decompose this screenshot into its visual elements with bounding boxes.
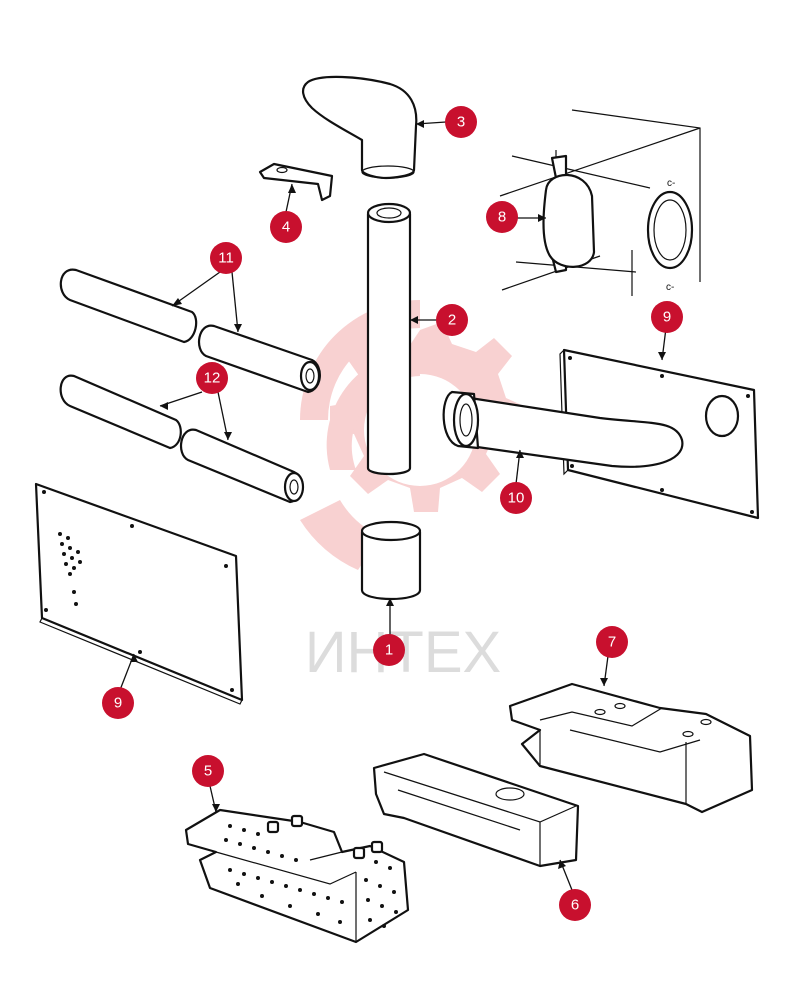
bracket-bolts — [266, 814, 384, 860]
svg-text:5: 5 — [204, 763, 212, 780]
svg-text:1: 1 — [385, 642, 393, 659]
leader-arrowheads — [130, 120, 666, 869]
svg-text:12: 12 — [204, 370, 221, 387]
part-7-channel-bracket — [508, 682, 754, 814]
part-10-bent-pipe — [442, 390, 684, 468]
watermark: ИНТЕХ — [300, 300, 528, 685]
part-4-bracket — [258, 162, 334, 202]
part-2-pipe — [366, 202, 412, 476]
svg-text:9: 9 — [663, 309, 671, 326]
callout-8: 8 — [486, 201, 518, 233]
bracket-perforations — [224, 824, 398, 928]
callout-5: 5 — [192, 755, 224, 787]
part-8-flange-assembly: c- c- — [499, 109, 701, 296]
part-6-channel — [372, 752, 580, 868]
part-3-elbow — [302, 75, 418, 180]
svg-text:8: 8 — [498, 209, 506, 226]
callout-9-left: 9 — [102, 687, 134, 719]
svg-text:2: 2 — [448, 312, 456, 329]
part-12-insulation-tubes — [59, 374, 305, 504]
callout-11: 11 — [210, 242, 242, 274]
svg-text:6: 6 — [571, 897, 579, 914]
svg-text:c-: c- — [667, 178, 675, 189]
svg-text:4: 4 — [282, 219, 290, 236]
svg-text:10: 10 — [508, 490, 525, 507]
part-11-insulation-tubes — [59, 268, 321, 394]
callout-2: 2 — [436, 304, 468, 336]
callout-4: 4 — [270, 211, 302, 243]
part-1-sleeve — [360, 520, 422, 601]
callout-9-right: 9 — [651, 301, 683, 333]
svg-text:11: 11 — [218, 250, 234, 267]
svg-text:9: 9 — [114, 695, 122, 712]
callout-1: 1 — [373, 634, 405, 666]
part-5-perforated-bracket — [184, 808, 410, 944]
callout-6: 6 — [559, 889, 591, 921]
svg-text:7: 7 — [608, 634, 616, 651]
part-9-left-plate — [34, 482, 244, 705]
callout-10: 10 — [500, 482, 532, 514]
svg-text:c-: c- — [666, 282, 674, 293]
plate-perforations — [42, 490, 234, 692]
callout-7: 7 — [596, 626, 628, 658]
svg-text:3: 3 — [457, 114, 465, 131]
callout-12: 12 — [196, 362, 228, 394]
callout-3: 3 — [445, 106, 477, 138]
